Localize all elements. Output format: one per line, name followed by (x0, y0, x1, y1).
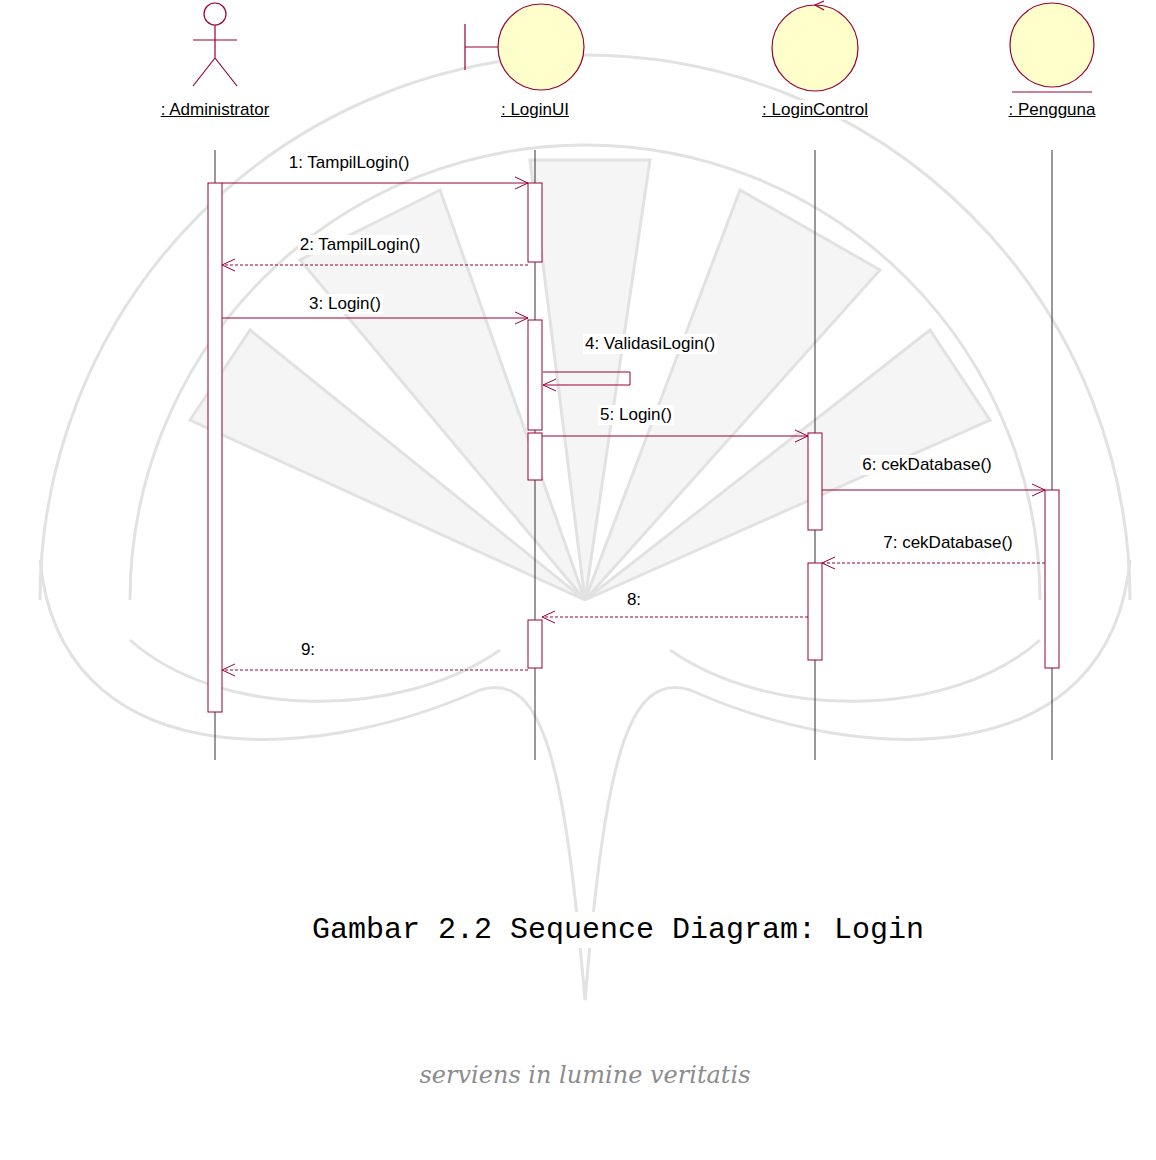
watermark-logo (40, 55, 1130, 1000)
logo-wing (130, 640, 500, 701)
logo-arc (130, 145, 1040, 600)
arrowhead (542, 611, 555, 623)
arrowhead (515, 312, 528, 324)
figure-caption: Gambar 2.2 Sequence Diagram: Login (308, 912, 928, 948)
message-label: 2: TampilLogin() (298, 235, 423, 255)
message-line (543, 372, 630, 385)
object-name: : Administrator (158, 100, 273, 120)
message-label: 1: TampilLogin() (287, 153, 412, 173)
entity-icon (1010, 3, 1094, 92)
activation-bar (528, 320, 542, 430)
lifeline-icon (977, 0, 1127, 96)
actor-body (193, 25, 237, 86)
message-label: 7: cekDatabase() (881, 533, 1014, 553)
lifeline-icon (140, 0, 290, 96)
activation-bar (808, 563, 822, 660)
message-line (222, 183, 528, 184)
logo-arc (40, 55, 1130, 600)
activation-bars (208, 183, 1059, 712)
message-label: 5: Login() (598, 405, 674, 425)
message-line (822, 490, 1045, 491)
message-arrow (222, 259, 528, 271)
activation-bar (808, 433, 822, 530)
lifeline-head: : LoginControl (740, 0, 890, 120)
boundary-bar (465, 24, 498, 70)
message-label: 4: ValidasiLogin() (583, 334, 717, 354)
message-label: 6: cekDatabase() (860, 455, 993, 475)
object-name: : LoginUI (498, 100, 572, 120)
logo-ray (190, 330, 585, 600)
control-arrow (815, 1, 824, 10)
activation-bar (1045, 490, 1059, 668)
logo-wing (670, 640, 1040, 701)
message-arrow (542, 430, 808, 442)
arrowhead (222, 259, 235, 271)
arrowhead (543, 379, 556, 391)
arrowhead (515, 177, 528, 189)
arrowhead (822, 557, 835, 569)
lifeline-icon (460, 0, 610, 96)
activation-bar (528, 183, 542, 262)
message-arrow (222, 177, 528, 189)
message-arrow (542, 611, 808, 623)
message-line (222, 265, 528, 266)
message-line (822, 563, 1045, 564)
message-line (222, 318, 528, 319)
activation-bar (208, 183, 222, 712)
boundary-circle (498, 4, 584, 90)
message-arrow (822, 557, 1045, 569)
lifeline-head: : Pengguna (977, 0, 1127, 120)
boundary-icon (465, 4, 584, 90)
actor-icon (193, 3, 237, 86)
message-arrow (543, 372, 630, 391)
message-line (222, 670, 528, 671)
watermark-text: serviens in lumine veritatis (416, 1060, 755, 1090)
entity-circle (1010, 3, 1094, 87)
message-arrow (222, 664, 528, 676)
message-label: 3: Login() (307, 294, 383, 314)
object-name: : Pengguna (1006, 100, 1099, 120)
activation-bar (528, 433, 542, 480)
lifeline-head: : Administrator (140, 0, 290, 120)
lifeline-head: : LoginUI (460, 0, 610, 120)
logo-ray (585, 190, 880, 600)
entity-underline (1012, 91, 1092, 92)
message-arrow (822, 484, 1045, 496)
activation-bar (528, 620, 542, 668)
message-line (542, 436, 808, 437)
logo-wing (40, 560, 1130, 1000)
arrowhead (1032, 484, 1045, 496)
arrowhead (795, 430, 808, 442)
lifelines (215, 150, 1052, 760)
object-name: : LoginControl (759, 100, 871, 120)
arrowhead (222, 664, 235, 676)
control-icon (772, 1, 858, 91)
lifeline-icon (740, 0, 890, 96)
actor-head (204, 3, 226, 25)
message-line (542, 617, 808, 618)
control-circle (772, 5, 858, 91)
message-label: 8: (625, 590, 643, 610)
message-label: 9: (299, 640, 317, 660)
